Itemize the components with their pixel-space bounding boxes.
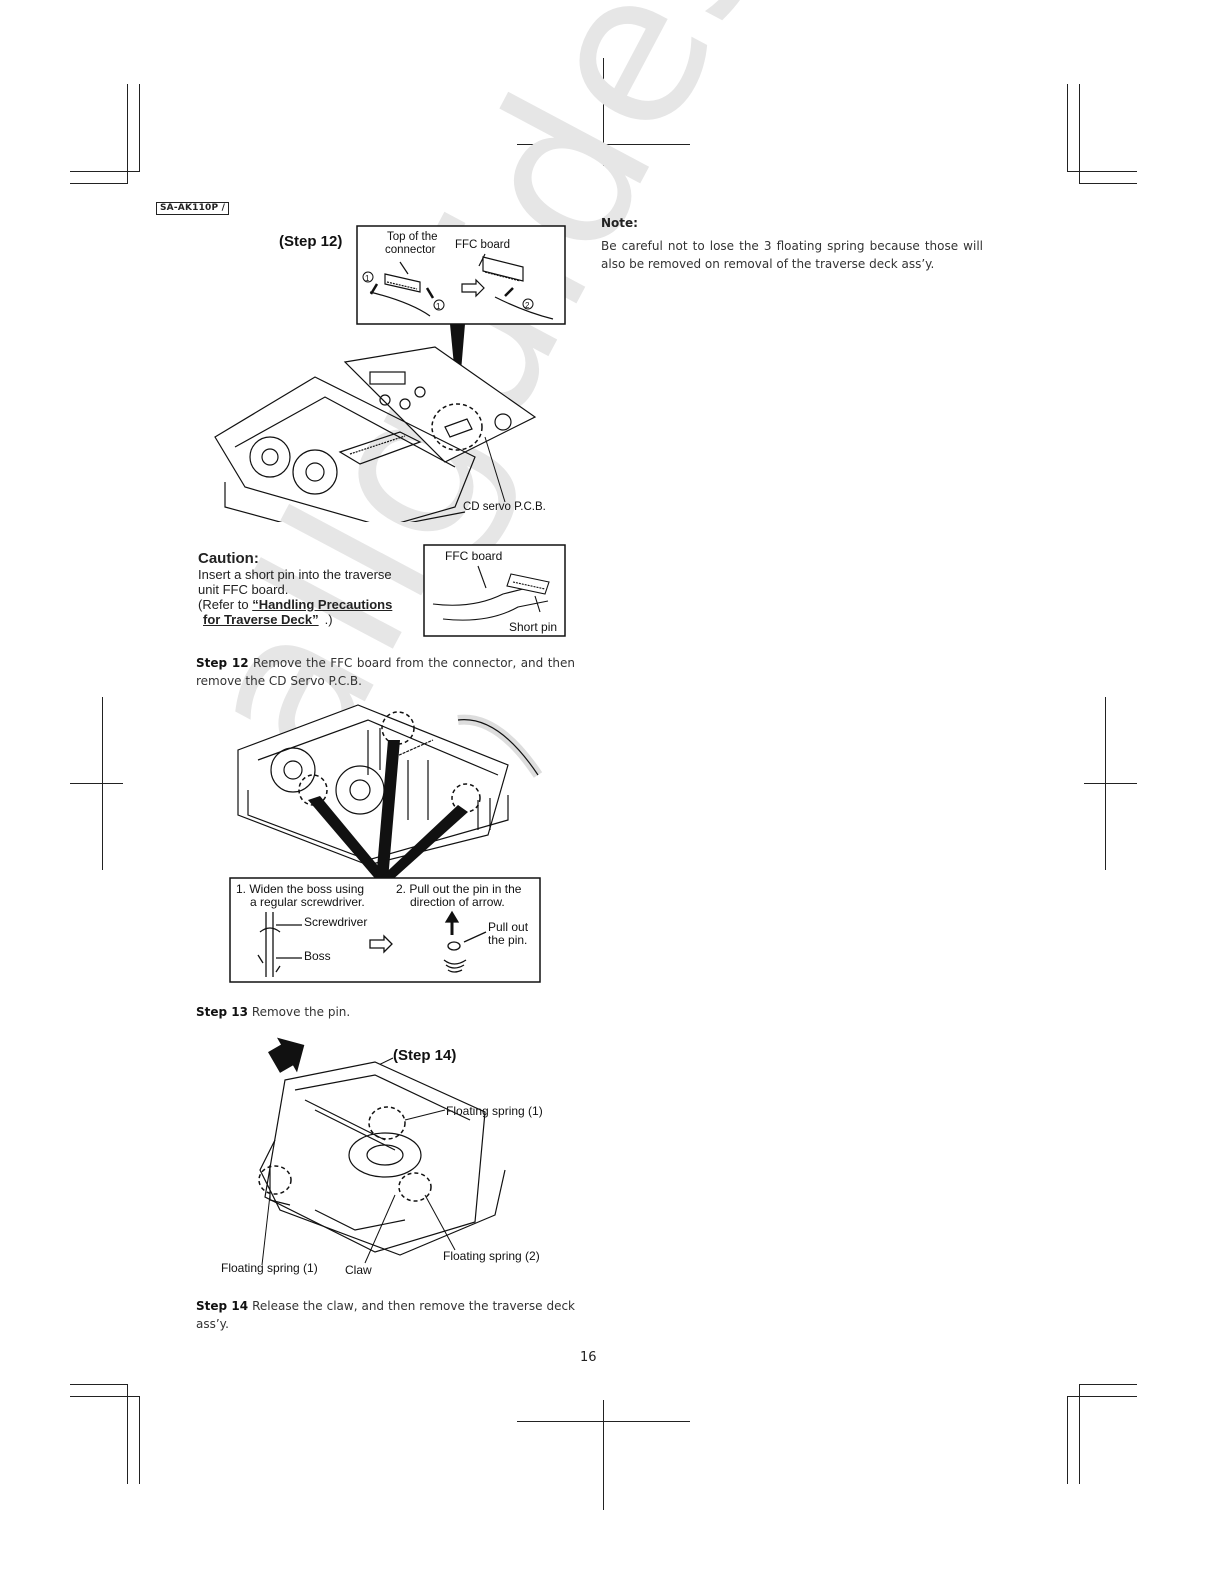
svg-text:Top of the: Top of the bbox=[387, 231, 438, 243]
boss-label: Boss bbox=[304, 949, 331, 963]
step14-body: Release the claw, and then remove the tr… bbox=[196, 1299, 575, 1331]
step14-figure: (Step 14) Floating spring (1) Floating s… bbox=[221, 1037, 543, 1277]
svg-text:2: 2 bbox=[525, 301, 530, 310]
short-pin-label: Short pin bbox=[509, 620, 557, 634]
step13-label: Step 13 bbox=[196, 1005, 248, 1019]
caution-ffc-label: FFC board bbox=[445, 549, 502, 563]
caution-line1: Insert a short pin into the traverse bbox=[198, 567, 392, 582]
screwdriver-label: Screwdriver bbox=[304, 915, 367, 929]
step12-paragraph: Step 12 Remove the FFC board from the co… bbox=[196, 654, 575, 690]
caution-suffix: .) bbox=[324, 612, 333, 627]
svg-text:1: 1 bbox=[365, 274, 370, 283]
note-body: Be careful not to lose the 3 floating sp… bbox=[601, 239, 983, 271]
svg-text:2. Pull out the pin in the: 2. Pull out the pin in the bbox=[396, 882, 522, 896]
svg-text:a regular screwdriver.: a regular screwdriver. bbox=[250, 895, 365, 909]
step12-callout: (Step 12) bbox=[279, 233, 342, 250]
note-title: Note: bbox=[601, 216, 638, 230]
svg-text:Pull out: Pull out bbox=[488, 920, 529, 934]
caution-block: Caution: Insert a short pin into the tra… bbox=[198, 550, 423, 628]
caution-line2: unit FFC board. bbox=[198, 582, 289, 597]
svg-text:1. Widen the boss using: 1. Widen the boss using bbox=[236, 882, 364, 896]
floating-spring-2-label: Floating spring (2) bbox=[443, 1249, 540, 1263]
step14-label: Step 14 bbox=[196, 1299, 249, 1313]
svg-text:direction of arrow.: direction of arrow. bbox=[410, 895, 505, 909]
step12-body: Remove the FFC board from the connector,… bbox=[196, 656, 575, 688]
svg-text:connector: connector bbox=[385, 244, 436, 256]
step13-body: Remove the pin. bbox=[251, 1005, 351, 1019]
step12-label: Step 12 bbox=[196, 656, 249, 670]
step14-callout: (Step 14) bbox=[393, 1047, 456, 1064]
cd-servo-label: CD servo P.C.B. bbox=[463, 501, 546, 513]
caution-link-1[interactable]: “Handling Precautions bbox=[252, 597, 393, 612]
caution-title: Caution: bbox=[198, 550, 259, 567]
step13-paragraph: Step 13 Remove the pin. bbox=[196, 1003, 575, 1021]
claw-label: Claw bbox=[345, 1263, 372, 1277]
floating-spring-1-top-label: Floating spring (1) bbox=[446, 1104, 543, 1118]
floating-spring-1-left-label: Floating spring (1) bbox=[221, 1261, 318, 1275]
ffc-board-label: FFC board bbox=[455, 239, 510, 251]
page-number: 16 bbox=[580, 1350, 597, 1365]
caution-link-2[interactable]: for Traverse Deck” bbox=[203, 612, 319, 627]
short-pin-figure: FFC board Short pin bbox=[423, 544, 566, 637]
svg-text:1: 1 bbox=[436, 302, 441, 311]
step14-paragraph: Step 14 Release the claw, and then remov… bbox=[196, 1297, 575, 1333]
step12-figure: (Step 12) Top of the connector FFC board… bbox=[214, 225, 566, 522]
caution-refer: (Refer to bbox=[198, 597, 253, 612]
step13-figure: 1. Widen the boss using a regular screwd… bbox=[229, 704, 543, 983]
document-id-badge: SA-AK110P / bbox=[156, 202, 230, 215]
svg-text:the pin.: the pin. bbox=[488, 933, 527, 947]
